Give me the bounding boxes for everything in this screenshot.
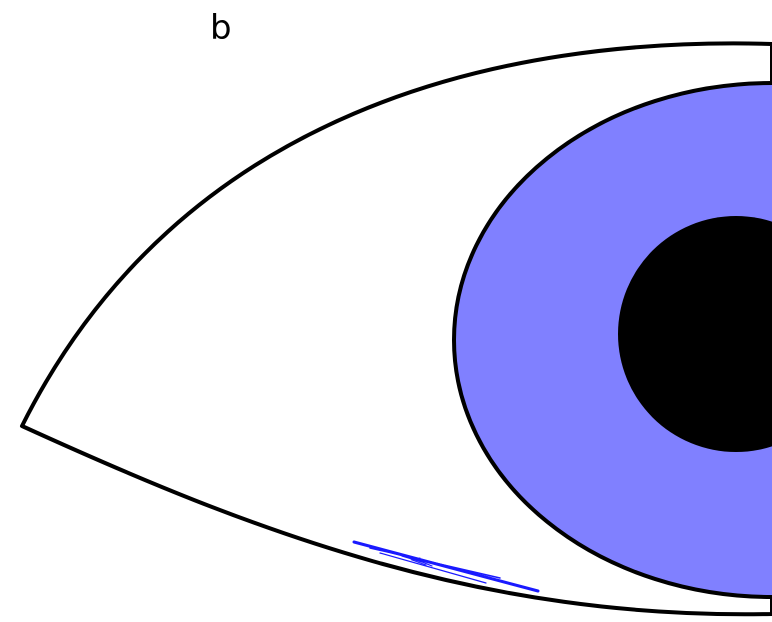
panel-label: b <box>210 8 232 48</box>
